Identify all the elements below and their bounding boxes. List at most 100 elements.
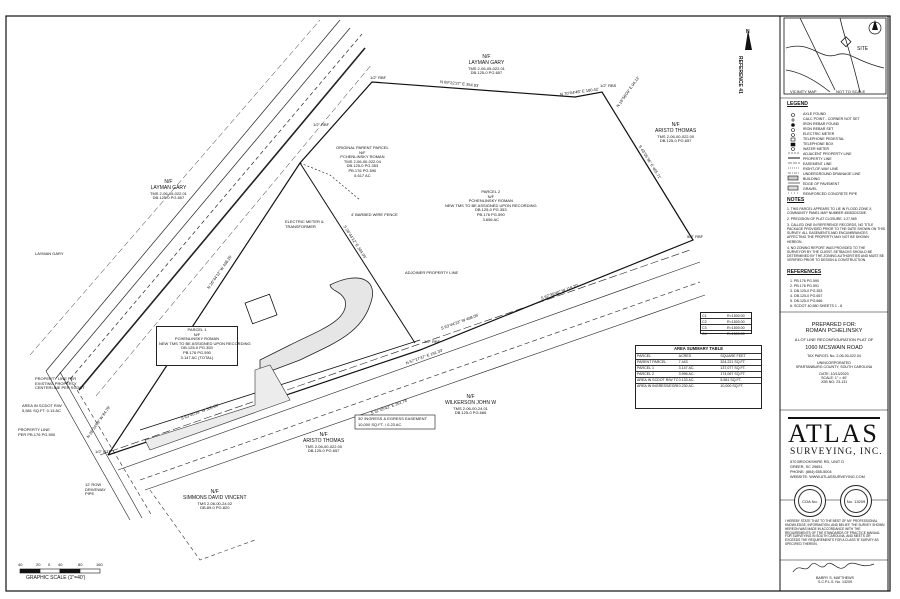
simmons-label: N/F SIMMONS DAVID VINCENT TMS 2-06-00-24… [183, 489, 247, 511]
table-cell: C4 [702, 331, 707, 336]
prepared-for: PREPARED FOR: [811, 322, 857, 328]
parcel-division-line [299, 162, 416, 344]
graphic-scale-label: GRAPHIC SCALE (1"=40') [26, 575, 86, 581]
reference-item: 4. DB.125-0 PG.657 [790, 294, 823, 298]
row-area-callout: AREA IN SCDOT R/W 5,581 SQ.FT. 0.13 AC [22, 403, 62, 413]
table-cell: 174,067 SQ.FT. [720, 372, 746, 377]
company-website: WEBSITE: WWW.ATLASSURVEYING.COM [790, 474, 865, 479]
barbed-fence-callout: 4' BARBED WIRE FENCE [351, 212, 398, 217]
table-cell: 3.147 AC. [678, 366, 695, 371]
site-address: 1060 MCSWAIN ROAD [805, 345, 863, 351]
coa-seal-text: COA No. [802, 498, 818, 504]
original-parcel-label: ORIGINAL PARENT PARCEL N/F PCHENLINSKY R… [336, 145, 389, 178]
graphic-scale-bar [19, 568, 101, 574]
pb: PB.176 PG.590 [183, 349, 211, 355]
easement-area: 10,000 SQ.FT. / 0.23 AC [358, 422, 402, 427]
table-cell: 7.443 [678, 360, 688, 365]
legend-item: GRAVEL [803, 187, 818, 191]
scale-tick: 0 [48, 562, 51, 567]
db: DB.125-0 PG.657 [659, 138, 692, 144]
legend-item: WATER METER [803, 147, 830, 151]
legend-item: EDGE OF PAVEMENT [803, 182, 840, 186]
legend-item: ADJACENT PROPERTY LINE [803, 152, 852, 156]
table-cell: 324,221 SQ.FT. [720, 360, 746, 365]
table-cell: 0.133 AC. [678, 378, 695, 383]
adjoiner-callout: ADJOINER PROPERTY LINE [405, 270, 459, 275]
table-row: C2 R=1500.00 [701, 318, 751, 324]
company-name: ATLAS [788, 419, 879, 448]
electric-meter-callout: ELECTRIC METER & TRANSFORMER [285, 219, 324, 229]
reference-item: 3. DB.125-0 PG.353 [790, 289, 823, 293]
legend-item: AXLE FOUND [803, 112, 826, 116]
vicinity-site-marker [840, 36, 852, 48]
vicinity-map-roads [785, 17, 885, 93]
sheet-border [5, 15, 891, 592]
reference-item: 5. DB.125-0 PG.666 [790, 299, 823, 303]
nf: N/F [319, 432, 328, 438]
reference-item: 1. PB.176 PG.590 [790, 279, 819, 283]
table-cell: 3.996 AC. [678, 372, 695, 377]
title: PARCEL 1 [187, 327, 207, 332]
tms: NEW TMS TO BE ASSIGNED UPON RECORDING [159, 340, 251, 346]
db: DB.125-0 PG.353 [181, 345, 213, 351]
nf: N/F [359, 149, 366, 155]
parent-parcel-boundary [107, 81, 694, 456]
parcel1-box: PARCEL 1 N/F PCHENLINSKY ROMAN NEW TMS T… [156, 326, 251, 366]
client-name: ROMAN PCHELINSKY [805, 328, 863, 334]
surveyor-seal-text: No. 13209 [846, 498, 866, 504]
company-address-1: 570 BROOKSHIRE RD, UNIT D [790, 460, 844, 464]
table-row: PARENT PARCEL 7.443 324,221 SQ.FT. [636, 358, 761, 365]
db: DB.89-0 PG.820 [200, 505, 230, 511]
table-cell: 0.230 AC. [678, 384, 695, 389]
reference-item: 2. PB.176 PG.591 [790, 284, 819, 288]
company-contact: 570 BROOKSHIRE RD, UNIT D GREER, SC 2965… [790, 460, 865, 480]
tms: TMS 2-06-05-022.01 [468, 65, 505, 71]
tms: TMS 2-06-00-022.00 [305, 443, 343, 449]
db: DB.125-0 PG.353 [346, 163, 379, 169]
area-table-title: AREA SUMMARY TABLE [673, 346, 724, 351]
owner: ARISTO THOMAS [303, 437, 345, 444]
pin-3: 1/2" RBS [600, 83, 617, 88]
company-address-2: GREER, SC 29651 [790, 464, 823, 469]
table-cell: C2 [702, 319, 707, 324]
table-row: PARCEL 1 3.147 AC. 137,077 SQ.FT. [636, 364, 761, 371]
title: PARCEL 2 [481, 189, 501, 194]
tms: TMS 2-06-00-24.02 [197, 500, 233, 506]
table-cell: AREA IN SCDOT R/W TO CENTER [637, 378, 678, 383]
legend-symbols [787, 113, 800, 194]
table-cell: R=1500.00 [727, 313, 745, 318]
wilkerson-label: N/F WILKERSON JOHN W TMS 2-06-00-24.01 D… [445, 394, 496, 416]
legend-item: IRON REBAR FOUND [803, 122, 840, 126]
coa-seal: COA No. [794, 485, 826, 517]
county-line-2: SPARTANBURG COUNTY, SOUTH CAROLINA [795, 365, 873, 369]
company-phone: PHONE: (864) 655-5004 [790, 469, 832, 474]
pb: PB.176 PG.590 [476, 211, 505, 217]
db: DB.125-0 PG.666 [454, 410, 487, 416]
legend-item: PROPERTY LINE [803, 157, 832, 161]
note-item: 4. NO ZONING REPORT WAS PROVIDED TO THE … [787, 245, 885, 262]
tms: TMS 2-06-00-24.01 [453, 405, 488, 411]
pin-5: 1/2" RBF [424, 339, 441, 344]
pin-2: 1/2" RBF [370, 75, 387, 80]
county-line-1: UNINCORPORATED [817, 361, 851, 365]
area-table-header: PARCEL ACRES SQUARE FEET [636, 352, 761, 359]
title-column-border [779, 15, 889, 592]
db: DB.125-0 PG.657 [470, 70, 503, 76]
owner: LAYMAN GARY [150, 184, 187, 191]
nf: N/F [482, 54, 491, 60]
plat-type: A LOT LINE RECONFIGURATION PLAT OF [794, 337, 874, 342]
area: 5.617 AC [354, 172, 371, 178]
table-cell: 5,581 SQ.FT. [720, 378, 742, 383]
job-number: JOB NO: 23-131 [820, 380, 848, 384]
references-title: REFERENCES [787, 269, 822, 275]
notes-title: NOTES [787, 197, 805, 203]
note-item: 2. PRECISION OF PLAT CLOSURE: 1:27,969 [787, 217, 857, 222]
aristo-bottom-label: N/F ARISTO THOMAS TMS 2-06-00-022.00 DB.… [303, 432, 345, 454]
fence-line [299, 162, 361, 201]
certification-text: I HEREBY STATE THAT TO THE BEST OF MY PR… [785, 519, 885, 547]
db: DB.125-0 PG.353 [475, 207, 507, 213]
area: 3.656 AC [482, 216, 500, 222]
nf: N/F [164, 179, 173, 185]
db: DB.125-0 PG.657 [307, 448, 340, 454]
